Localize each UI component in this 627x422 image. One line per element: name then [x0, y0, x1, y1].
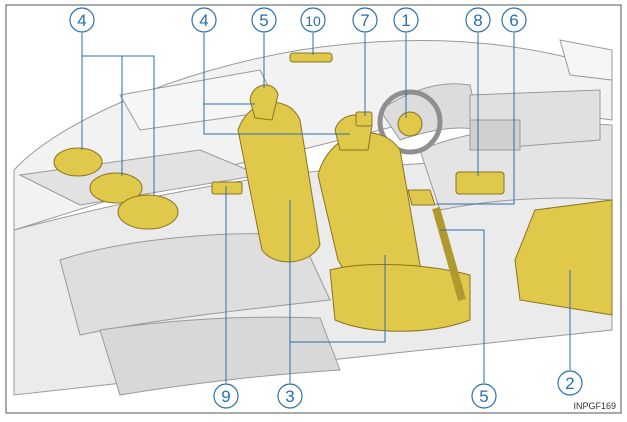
- front-center-airbag: [407, 189, 436, 206]
- callout-3: 3: [277, 383, 303, 409]
- driver-airbag: [397, 111, 423, 137]
- headrest-rear-left: [249, 84, 279, 121]
- callout-2: 2: [557, 370, 583, 396]
- leader-lines: [81, 33, 571, 383]
- callout-number: 7: [360, 11, 369, 30]
- callout-number: 5: [259, 11, 268, 30]
- rear-door-airbag: [211, 181, 243, 195]
- callout-number: 3: [285, 387, 294, 406]
- airbags: [53, 52, 613, 332]
- seatbelt: [432, 206, 466, 302]
- figure-id-label: INPGF169: [573, 401, 616, 411]
- front-passenger-floor-area: [514, 199, 613, 316]
- callout-number: 5: [479, 387, 488, 406]
- callout-number: 9: [221, 387, 230, 406]
- front-passenger-knee-airbag: [455, 171, 505, 195]
- callout-number: 8: [473, 11, 482, 30]
- callout-4-left: 4: [69, 7, 95, 33]
- callout-number: 4: [199, 11, 208, 30]
- callout-number: 2: [565, 374, 574, 393]
- curtain-airbag-rear-3: [117, 194, 179, 230]
- callout-number: 10: [305, 13, 321, 29]
- roof-grip-airbag: [289, 52, 333, 63]
- cabin-interior: [13, 39, 613, 396]
- pillar-airbag: [355, 111, 373, 127]
- curtain-airbag-rear-2: [89, 172, 143, 204]
- callout-9: 9: [213, 383, 239, 409]
- callout-5-top: 5: [251, 7, 277, 33]
- callout-6: 6: [501, 7, 527, 33]
- callout-number: 1: [401, 11, 410, 30]
- callout-1: 1: [393, 7, 419, 33]
- callout-number: 4: [77, 11, 86, 30]
- callout-5-bottom: 5: [471, 383, 497, 409]
- seat-cushion-front: [329, 264, 471, 332]
- curtain-airbag-rear-1: [53, 147, 103, 177]
- callout-10: 10: [300, 7, 326, 33]
- callout-8: 8: [465, 7, 491, 33]
- callouts: 4 4 5 10 7 1 8 6: [69, 7, 583, 409]
- callout-4-center: 4: [191, 7, 217, 33]
- callout-number: 6: [509, 11, 518, 30]
- callout-7: 7: [352, 7, 378, 33]
